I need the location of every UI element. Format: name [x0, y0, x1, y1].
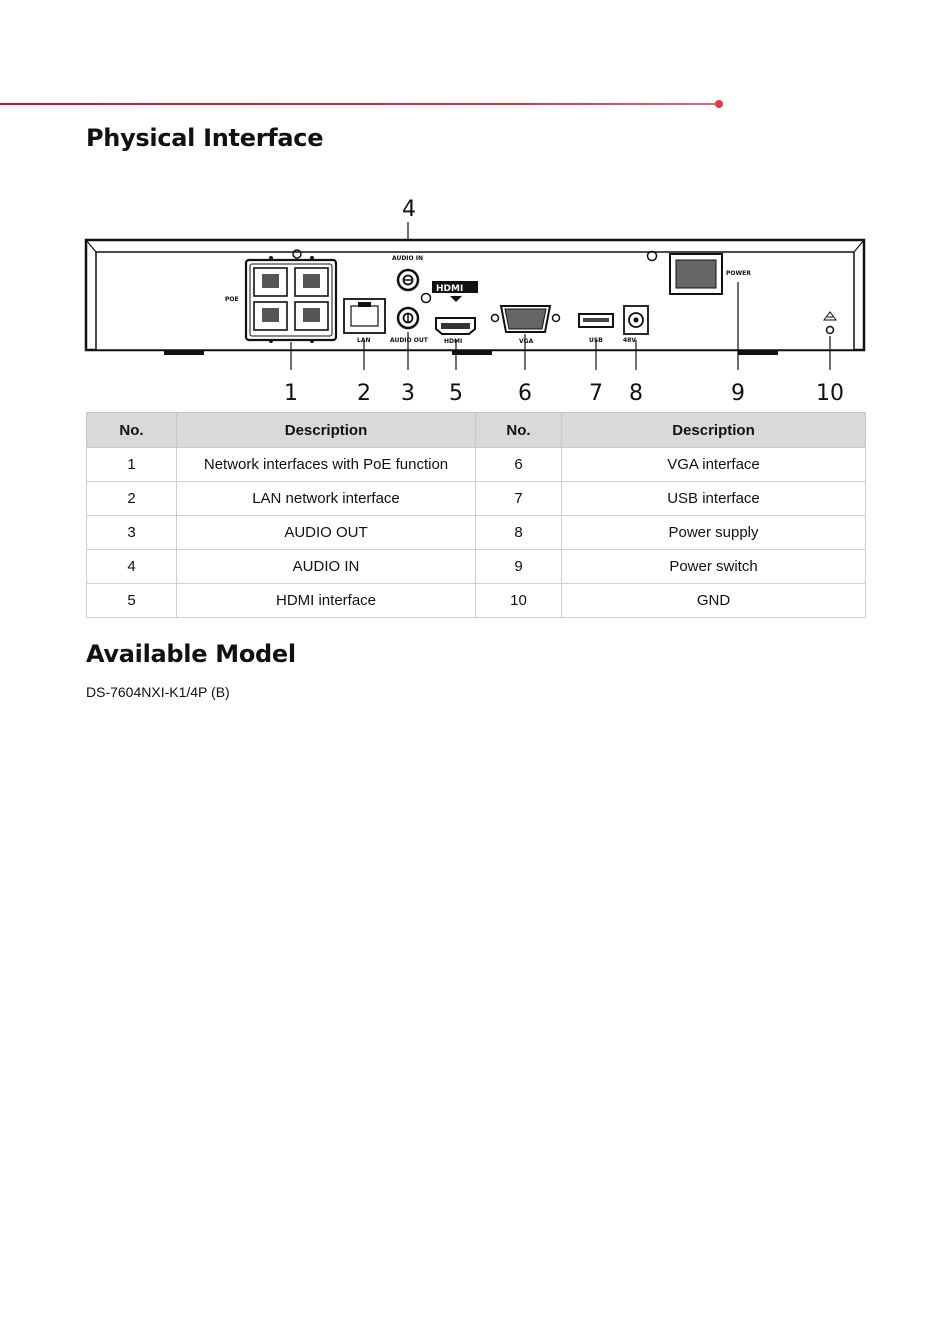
cell-no: 3	[86, 515, 177, 550]
callout-7: 7	[589, 381, 603, 406]
header-accent-dot	[715, 100, 723, 108]
table-row: 1 Network interfaces with PoE function 6…	[86, 447, 866, 482]
hdmi-port: HDMI HDMI	[432, 281, 478, 345]
callout-10: 10	[816, 381, 844, 406]
cell-no: 8	[475, 515, 562, 550]
cell-description: AUDIO IN	[176, 549, 476, 584]
header-no-left: No.	[86, 412, 177, 448]
callout-2: 2	[357, 381, 371, 406]
hdmi-port-label: HDMI	[444, 338, 462, 345]
lan-port: LAN	[343, 298, 386, 344]
gnd-terminal	[823, 311, 837, 335]
table-row: 3 AUDIO OUT 8 Power supply	[86, 515, 866, 550]
vga-port: VGA	[490, 305, 561, 345]
table-row: 2 LAN network interface 7 USB interface	[86, 481, 866, 516]
table-row: 5 HDMI interface 10 GND	[86, 583, 866, 618]
cell-no: 6	[475, 447, 562, 482]
cell-description: Network interfaces with PoE function	[176, 447, 476, 482]
cell-description: USB interface	[561, 481, 866, 516]
callout-4: 4	[402, 197, 416, 222]
interface-table: No. Description No. Description 1 Networ…	[86, 412, 866, 618]
model-name: DS-7604NXI-K1/4P (B)	[86, 684, 230, 700]
usb-port: USB	[578, 313, 614, 344]
dc-label: 48V	[623, 337, 636, 344]
callout-6: 6	[518, 381, 532, 406]
vga-label: VGA	[519, 338, 534, 345]
header-description-left: Description	[176, 412, 476, 448]
audio-in-label: AUDIO IN	[392, 255, 423, 262]
cell-description: AUDIO OUT	[176, 515, 476, 550]
header-no-right: No.	[475, 412, 562, 448]
cell-no: 9	[475, 549, 562, 584]
cell-description: Power supply	[561, 515, 866, 550]
cell-description: Power switch	[561, 549, 866, 584]
callout-8: 8	[629, 381, 643, 406]
table-row: 4 AUDIO IN 9 Power switch	[86, 549, 866, 584]
header-accent-rule	[0, 103, 716, 105]
hdmi-logo: HDMI	[436, 284, 463, 294]
cell-no: 2	[86, 481, 177, 516]
cell-no: 5	[86, 583, 177, 618]
callout-1: 1	[284, 381, 298, 406]
poe-ports-block: POE	[225, 249, 338, 343]
callout-5: 5	[449, 381, 463, 406]
cell-no: 1	[86, 447, 177, 482]
power-label: POWER	[726, 270, 751, 277]
header-description-right: Description	[561, 412, 866, 448]
audio-in-port: AUDIO IN	[392, 255, 423, 292]
audio-out-port: AUDIO OUT	[390, 306, 429, 344]
cell-description: GND	[561, 583, 866, 618]
audio-out-label: AUDIO OUT	[390, 337, 429, 344]
cell-description: VGA interface	[561, 447, 866, 482]
rear-panel-diagram: 4 POE LAN	[84, 197, 866, 406]
section-title-physical-interface: Physical Interface	[86, 124, 324, 152]
cell-no: 4	[86, 549, 177, 584]
callout-9: 9	[731, 381, 745, 406]
dc-power-port: 48V	[623, 305, 649, 344]
callout-3: 3	[401, 381, 415, 406]
section-title-available-model: Available Model	[86, 640, 296, 668]
cell-no: 10	[475, 583, 562, 618]
poe-label: POE	[225, 296, 239, 303]
cell-description: LAN network interface	[176, 481, 476, 516]
cell-no: 7	[475, 481, 562, 516]
power-switch: POWER	[669, 253, 751, 295]
cell-description: HDMI interface	[176, 583, 476, 618]
table-header-row: No. Description No. Description	[86, 412, 866, 448]
chassis-inner	[95, 251, 855, 351]
